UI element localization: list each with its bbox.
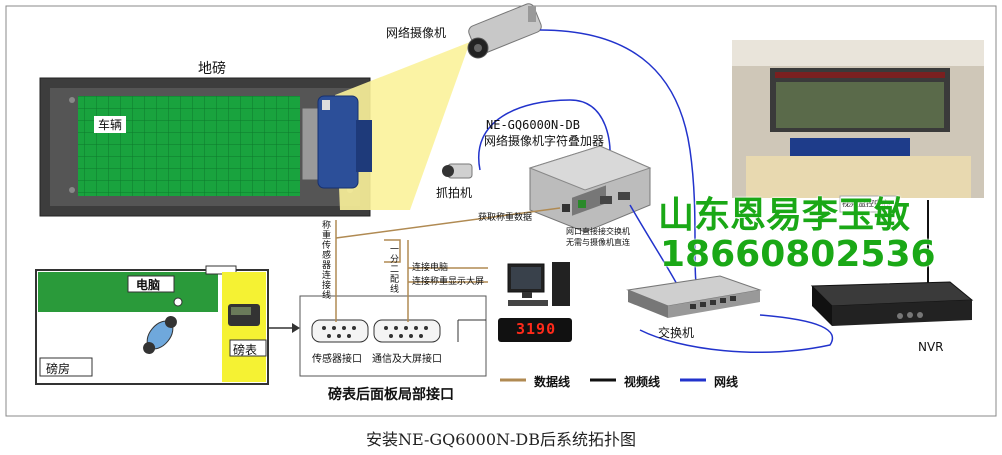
switch-label: 交换机	[658, 326, 695, 340]
computer-label: 电脑	[136, 278, 161, 292]
video-wall-label: 视频监控中心	[842, 199, 890, 208]
switch-icon	[626, 275, 762, 318]
splitter-label: 一分二配线	[388, 244, 398, 294]
weigh-house	[35, 265, 269, 385]
nvr-label: NVR	[918, 340, 944, 354]
legend-network-label: 网线	[714, 375, 739, 389]
watermark-phone: 18660802536	[660, 234, 936, 275]
overlay-device-icon	[528, 145, 652, 233]
extra-port-edge	[457, 319, 486, 342]
overlay-model-label: NE-GQ6000N-DB	[486, 118, 580, 132]
weighbridge-label: 地磅	[198, 61, 226, 77]
monitoring-center-photo	[732, 40, 984, 198]
lan-note-1: 网口直接接交换机	[566, 227, 630, 236]
snapshot-camera-label: 抓拍机	[436, 186, 473, 200]
watermark-name: 山东恩易李玉敏	[658, 195, 911, 236]
arrow-head	[292, 323, 300, 333]
big-display-icon	[498, 318, 572, 342]
weigh-house-label: 磅房	[46, 362, 71, 376]
data-lines	[335, 207, 561, 322]
desktop-computer-icon	[507, 262, 570, 306]
rear-panel-label: 磅表后面板局部接口	[328, 387, 454, 403]
operator-icon	[143, 315, 177, 355]
comm-port-icon	[373, 319, 441, 343]
lan-note-2: 无需与摄像机直连	[566, 238, 630, 247]
vehicle-label: 车辆	[94, 116, 127, 133]
legend-data-label: 数据线	[534, 375, 571, 389]
truck-icon	[301, 95, 372, 189]
network-camera-icon	[467, 3, 542, 59]
get-weight-data-label: 获取称重数据	[478, 213, 533, 223]
weight-sensor-line-label: 称重传感器连接线	[320, 220, 330, 300]
connect-display-label: 连接称重显示大屏	[412, 277, 485, 287]
big-display-value: 3190	[516, 320, 557, 338]
outer-frame	[5, 5, 997, 417]
nvr-icon	[810, 281, 974, 326]
comm-port-label: 通信及大屏接口	[372, 354, 442, 365]
weighbridge	[39, 77, 371, 217]
sensor-port-label: 传感器接口	[312, 354, 362, 365]
connect-pc-label: 连接电脑	[412, 263, 449, 273]
legend-video-label: 视频线	[624, 375, 661, 389]
video-wall-label-bg	[839, 195, 897, 213]
diagram-caption: 安装NE-GQ6000N-DB后系统拓扑图	[366, 430, 636, 449]
overlay-name-label: 网络摄像机字符叠加器	[484, 134, 605, 148]
snapshot-camera-icon	[442, 163, 473, 179]
sensor-port-icon	[311, 319, 369, 343]
network-camera-label: 网络摄像机	[386, 26, 447, 40]
indicator-label: 磅表	[233, 343, 258, 357]
